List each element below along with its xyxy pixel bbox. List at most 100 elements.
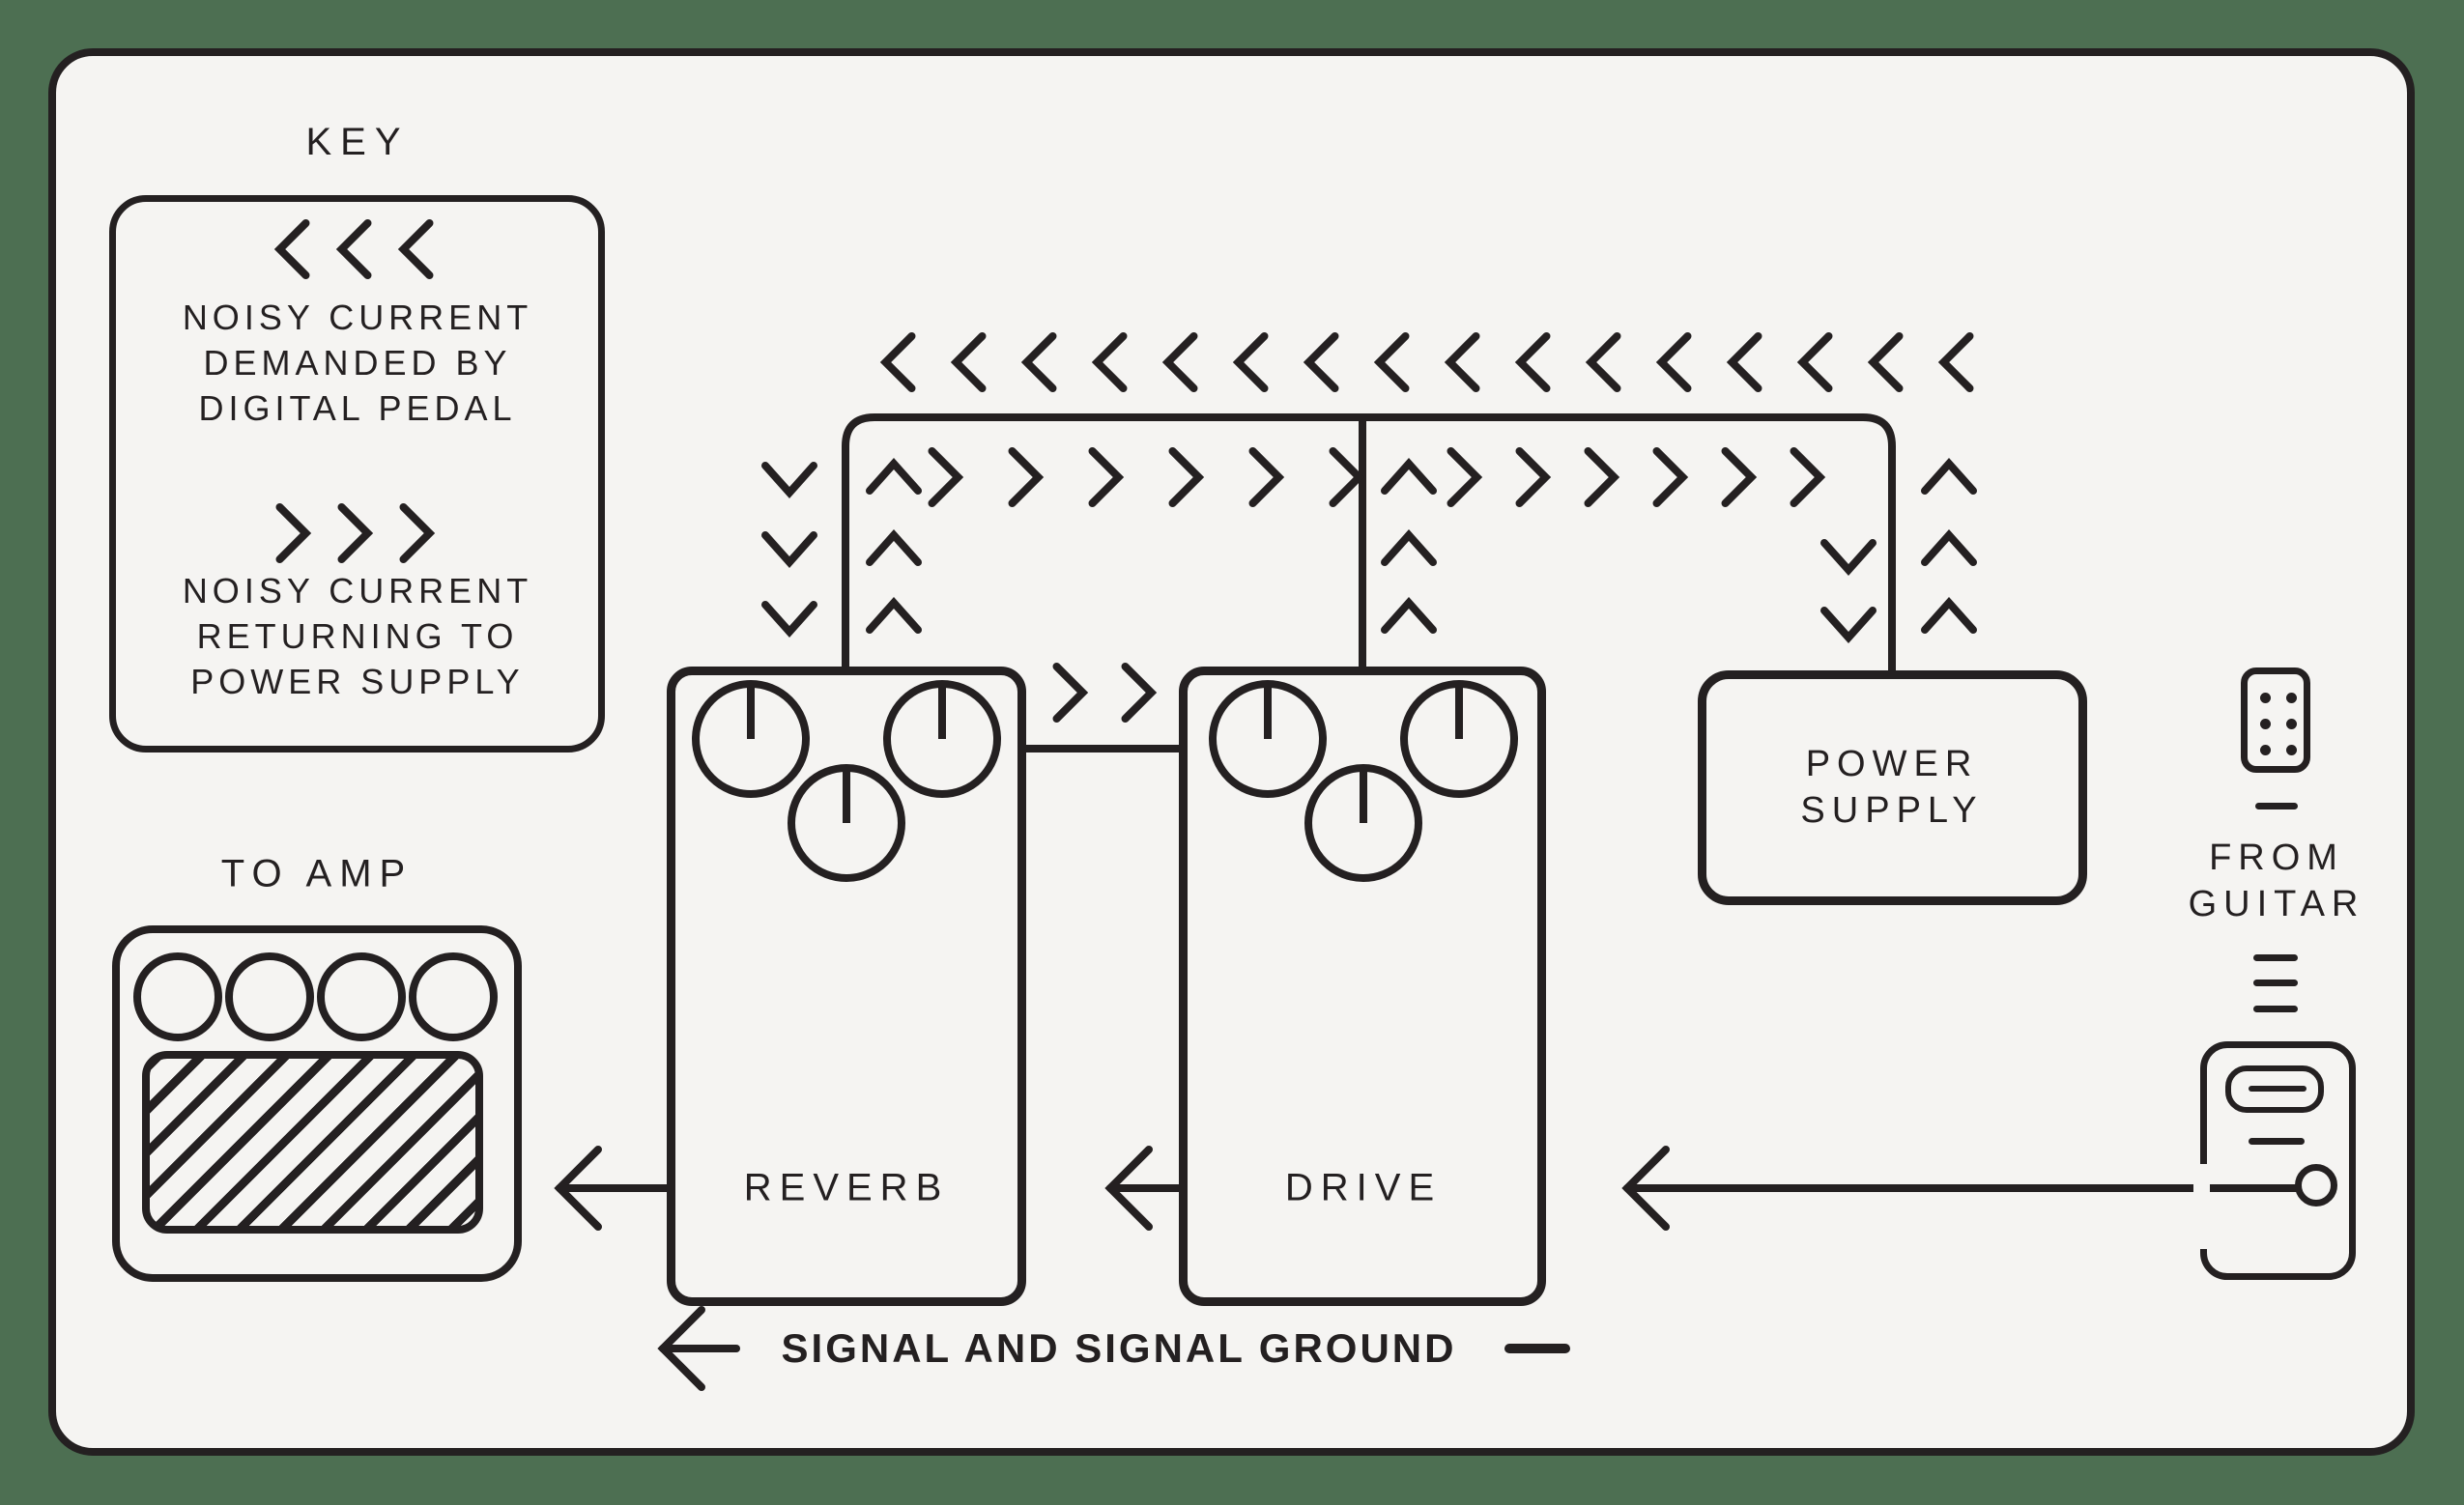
- chevron-up-icon: [1921, 596, 1977, 634]
- chevron-left-icon: [273, 219, 310, 279]
- chevron-right-icon: [1121, 663, 1158, 723]
- power-supply-line-1: POWER: [1805, 744, 1979, 784]
- chevron-right-icon: [1329, 447, 1365, 507]
- chevron-down-icon: [1820, 607, 1877, 644]
- chevron-left-icon: [1161, 332, 1198, 392]
- tuning-peg-icon: [2260, 693, 2271, 703]
- key-return-line-1: NOISY CURRENT: [182, 571, 533, 611]
- chevron-right-icon: [1721, 447, 1758, 507]
- chevron-left-icon: [1020, 332, 1057, 392]
- drive-pedal: [1179, 667, 1546, 1306]
- tuning-peg-icon: [2260, 745, 2271, 755]
- key-return-line-3: POWER SUPPLY: [190, 662, 525, 701]
- chevron-right-icon: [1052, 663, 1089, 723]
- knob-pointer: [843, 772, 850, 823]
- chevron-left-icon: [1091, 332, 1128, 392]
- tuning-peg-icon: [2286, 719, 2297, 729]
- chevron-up-icon: [1921, 528, 1977, 566]
- chevron-down-icon: [1820, 539, 1877, 577]
- signal-caption: SIGNAL AND SIGNAL GROUND: [781, 1325, 1457, 1371]
- chevron-right-icon: [1515, 447, 1552, 507]
- chevron-up-icon: [866, 457, 922, 495]
- chevron-right-icon: [1447, 447, 1483, 507]
- chevron-right-icon: [1652, 447, 1689, 507]
- chevron-right-icon: [1008, 447, 1045, 507]
- chevron-down-icon: [761, 601, 817, 639]
- arrowhead-to-reverb: [1104, 1146, 1153, 1231]
- chevron-right-icon: [1584, 447, 1620, 507]
- guitar-body-cable-gap: [2193, 1164, 2210, 1249]
- key-demand-label: NOISY CURRENT DEMANDED BY DIGITAL PEDAL: [183, 295, 532, 431]
- power-supply-line-2: SUPPLY: [1800, 790, 1984, 831]
- reverb-knob: [788, 764, 905, 882]
- amp-knob: [409, 952, 498, 1041]
- arrowhead-to-drive: [1621, 1146, 1670, 1231]
- chevron-left-icon: [1444, 332, 1480, 392]
- amp-knob: [133, 952, 222, 1041]
- guitar-string-line: [2253, 954, 2298, 961]
- key-box: [109, 195, 605, 752]
- drive-knob: [1400, 680, 1518, 798]
- knob-pointer: [747, 688, 755, 739]
- knob-pointer: [938, 688, 946, 739]
- chevron-left-icon: [1796, 332, 1833, 392]
- key-return-line-2: RETURNING TO: [196, 616, 519, 656]
- chevron-left-icon: [1514, 332, 1551, 392]
- chevron-left-icon: [1585, 332, 1621, 392]
- key-demand-line-2: DEMANDED BY: [203, 343, 512, 383]
- reverb-label: REVERB: [743, 1166, 950, 1209]
- chevron-up-icon: [1381, 528, 1437, 566]
- chevron-up-icon: [1921, 457, 1977, 495]
- tuning-peg-icon: [2286, 693, 2297, 703]
- chevron-left-icon: [1655, 332, 1692, 392]
- knob-pointer: [1360, 772, 1367, 823]
- knob-pointer: [1455, 688, 1463, 739]
- chevron-down-icon: [761, 531, 817, 569]
- key-demand-line-1: NOISY CURRENT: [182, 298, 533, 337]
- reverb-knob: [692, 680, 810, 798]
- chevron-right-icon: [1088, 447, 1125, 507]
- amp-box: [112, 925, 522, 1282]
- chevron-left-icon: [879, 332, 916, 392]
- guitar-label: FROM GUITAR: [2189, 835, 2365, 927]
- chevron-left-icon: [1867, 332, 1904, 392]
- guitar-string-line: [2253, 980, 2298, 986]
- chevron-left-icon: [1373, 332, 1410, 392]
- chevron-left-icon: [950, 332, 987, 392]
- chevron-left-icon: [1726, 332, 1762, 392]
- chevron-left-icon: [1937, 332, 1974, 392]
- guitar-pickup-line: [2249, 1086, 2306, 1092]
- guitar-label-line-2: GUITAR: [2188, 884, 2365, 924]
- chevron-right-icon: [928, 447, 964, 507]
- chevron-right-icon: [1168, 447, 1205, 507]
- guitar-nut-line: [2255, 803, 2298, 809]
- guitar-headstock: [2241, 667, 2310, 773]
- chevron-right-icon: [399, 503, 436, 563]
- reverb-pedal: [667, 667, 1026, 1306]
- amp-speaker-grille: [142, 1051, 483, 1234]
- guitar-string-line: [2253, 1006, 2298, 1012]
- chevron-right-icon: [337, 503, 374, 563]
- chevron-left-icon: [335, 219, 372, 279]
- key-title: KEY: [305, 121, 410, 163]
- chevron-left-icon: [397, 219, 434, 279]
- key-return-label: NOISY CURRENT RETURNING TO POWER SUPPLY: [183, 568, 532, 704]
- guitar-bridge-line: [2249, 1138, 2305, 1145]
- power-supply-box: [1698, 670, 2087, 905]
- chevron-right-icon: [275, 503, 312, 563]
- drive-knob: [1209, 680, 1327, 798]
- chevron-down-icon: [761, 462, 817, 499]
- key-demand-line-3: DIGITAL PEDAL: [198, 388, 517, 428]
- chevron-up-icon: [866, 596, 922, 634]
- guitar-output-jack: [2295, 1164, 2337, 1207]
- arrowhead-to-amp: [554, 1146, 602, 1231]
- chevron-left-icon: [1303, 332, 1339, 392]
- chevron-up-icon: [866, 528, 922, 566]
- drive-knob: [1304, 764, 1422, 882]
- chevron-up-icon: [1381, 457, 1437, 495]
- chevron-right-icon: [1248, 447, 1285, 507]
- power-supply-label: POWER SUPPLY: [1800, 741, 1983, 834]
- signal-caption-arrowhead: [657, 1306, 705, 1391]
